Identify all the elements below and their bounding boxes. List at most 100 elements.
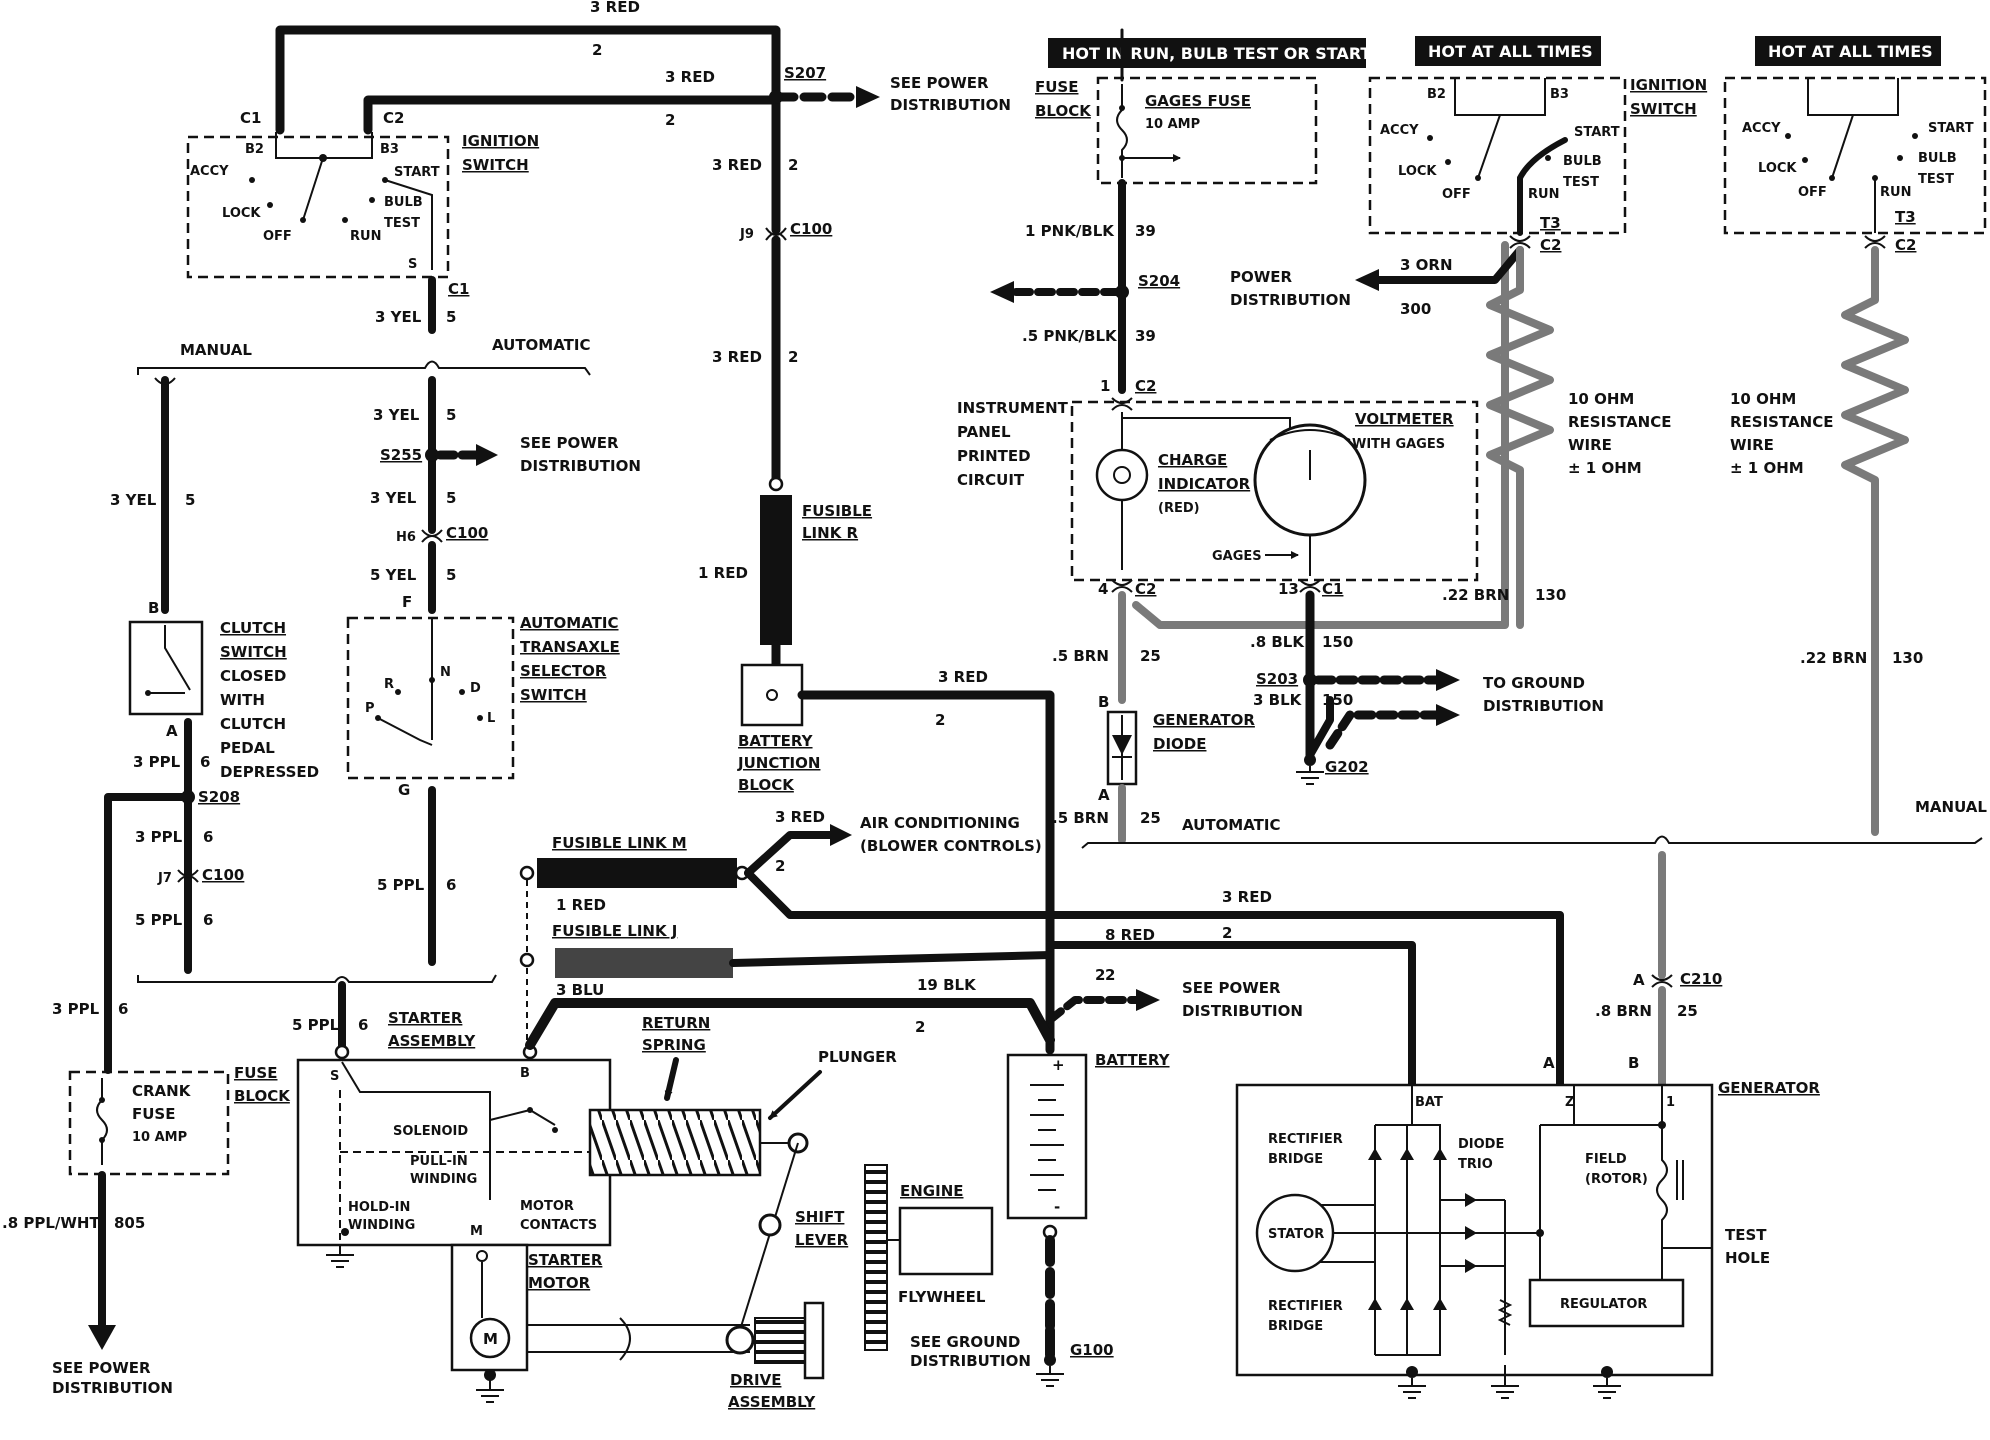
label-hold-in-1: HOLD-IN <box>348 1200 410 1215</box>
gages-fuse-box <box>1096 76 1318 185</box>
wire-brn-to-resistance <box>1132 241 1509 629</box>
label-pull-in-2: WINDING <box>410 1172 477 1187</box>
connector-c100-j7-b <box>177 875 199 883</box>
ign-left-c2: C2 <box>383 109 404 127</box>
label-see-power-2: DISTRIBUTION <box>890 96 1011 114</box>
battery-minus: - <box>1054 1198 1060 1216</box>
label-manual-gen: MANUAL <box>1915 798 1987 816</box>
label-pnk2-circ: 39 <box>1135 327 1156 345</box>
label-ac-1: AIR CONDITIONING <box>860 814 1020 832</box>
label-r-run: RUN <box>1880 185 1911 200</box>
return-spring-pointer <box>664 1057 679 1101</box>
motor-icon <box>469 1317 511 1359</box>
label-ats-n: N <box>440 665 451 680</box>
ats-contact <box>375 715 381 721</box>
label-ign-r-2: SWITCH <box>1630 100 1697 118</box>
label-clutch-6: PEDAL <box>220 739 275 757</box>
label-red3: 3 RED <box>1222 888 1272 906</box>
label-starter-ppl-size: 5 PPL <box>292 1016 340 1034</box>
label-ign-r-c2: C2 <box>1540 236 1561 254</box>
label-brn22-size: .22 BRN <box>1442 586 1509 604</box>
resistor-icon <box>1497 1299 1513 1326</box>
label-ign-r-bulb: BULB <box>1563 154 1602 169</box>
ground-icon <box>326 1245 354 1268</box>
charge-indicator-bulb-icon <box>1095 448 1149 502</box>
label-r-lock: LOCK <box>1758 161 1797 176</box>
label-return-2: SPRING <box>642 1036 706 1054</box>
label-fusible-j-wire: 3 BLU <box>556 981 604 999</box>
label-ppl-wht-circ: 805 <box>114 1214 145 1232</box>
label-ats-d: D <box>470 681 481 696</box>
lever-pivot-mid <box>758 1213 782 1237</box>
drive-pivot <box>725 1325 755 1355</box>
ign-left-contact <box>267 202 273 208</box>
label-bat-power-2: DISTRIBUTION <box>1182 1002 1303 1020</box>
label-r-test: TEST <box>1918 172 1954 187</box>
label-r-res-2: RESISTANCE <box>1730 413 1833 431</box>
label-starter-ppl-circ: 6 <box>358 1016 368 1034</box>
label-see-ground-2: DISTRIBUTION <box>910 1352 1031 1370</box>
label-gages-fuse: GAGES FUSE <box>1145 92 1251 110</box>
label-ppl1-circ: 6 <box>200 753 210 771</box>
ignition-switch-left: IGNITION SWITCH C1 C2 B2 B3 ACCY LOCK OF… <box>186 109 539 298</box>
terminal-s <box>334 1044 350 1060</box>
ats-contact <box>459 689 465 695</box>
label-3yel-circuit: 5 <box>446 308 456 326</box>
label-auto-yel3-circ: 5 <box>446 566 456 584</box>
fusible-link-j <box>555 948 733 978</box>
fuse-terminal <box>99 1097 105 1103</box>
label-r-c2: C2 <box>1895 236 1916 254</box>
label-blk8-size: .8 BLK <box>1250 633 1305 651</box>
label-r-t3: T3 <box>1895 208 1916 226</box>
label-g202: G202 <box>1325 758 1369 776</box>
label-return-1: RETURN <box>642 1014 710 1032</box>
automatic-transaxle-selector-switch <box>346 616 515 780</box>
label-3red-top-circuit: 2 <box>592 41 602 59</box>
rotor-core <box>1676 1160 1684 1200</box>
label-brn8-circ: 25 <box>1677 1002 1698 1020</box>
ign-left-title2: SWITCH <box>462 156 529 174</box>
label-ign-r-lock: LOCK <box>1398 164 1437 179</box>
label-ats-1: AUTOMATIC <box>520 614 619 632</box>
battery-plus: + <box>1052 1056 1065 1074</box>
label-stator: STATOR <box>1268 1227 1324 1242</box>
label-1red: 1 RED <box>698 564 748 582</box>
wire-battery-power <box>1046 996 1144 1024</box>
label-motor-2: CONTACTS <box>520 1218 597 1233</box>
ign-r-contact <box>1545 155 1551 161</box>
label-bjb-circ: 2 <box>935 711 945 729</box>
label-fusible-r-1: FUSIBLE <box>802 502 872 520</box>
top-red-wires: 3 RED 2 3 RED 2 S207 SEE POWER DISTRIBUT… <box>275 0 1055 1055</box>
label-m-out: 3 RED <box>775 808 825 826</box>
battery-icon <box>1030 1084 1064 1191</box>
label-gen-diode-2: DIODE <box>1153 735 1206 753</box>
label-solenoid: SOLENOID <box>393 1124 468 1139</box>
tag-hot-in-run-text: HOT IN RUN, BULB TEST OR START <box>1062 44 1371 63</box>
fusible-link-m <box>537 858 737 888</box>
regulator-leads <box>1504 1232 1540 1355</box>
ign-left-b3: B3 <box>380 142 399 157</box>
label-field-2: (ROTOR) <box>1585 1172 1648 1187</box>
label-orn-power-1: POWER <box>1230 268 1293 286</box>
battery: + - BATTERY SEE GROUND DISTRIBUTION G100 <box>910 1051 1171 1387</box>
ign-left-contact <box>369 197 375 203</box>
ground-icon <box>1398 1378 1426 1399</box>
label-see-power-1: SEE POWER <box>890 74 989 92</box>
tag-hot-always-1 <box>1415 36 1601 66</box>
label-fusible-j: FUSIBLE LINK J <box>552 922 677 940</box>
drive-assembly <box>754 1317 806 1364</box>
label-ip-3: PRINTED <box>957 447 1031 465</box>
label-fusible-m-wire: 1 RED <box>556 896 606 914</box>
ground-icon <box>1296 766 1324 785</box>
label-r-brn-size: .22 BRN <box>1800 649 1867 667</box>
rectifier-diodes-top-icon <box>1368 1148 1447 1160</box>
contact-dot <box>552 1127 558 1133</box>
label-gen-a: A <box>1543 1054 1555 1072</box>
link-j-start <box>519 952 535 968</box>
label-3red-mid-size: 3 RED <box>665 68 715 86</box>
label-gen-z: Z <box>1565 1095 1574 1110</box>
label-pnk-circ: 39 <box>1135 222 1156 240</box>
ign-left-start-line <box>384 179 433 270</box>
label-c2-bottom: C2 <box>1135 580 1156 598</box>
ign-left-bulb: BULB <box>384 195 423 210</box>
